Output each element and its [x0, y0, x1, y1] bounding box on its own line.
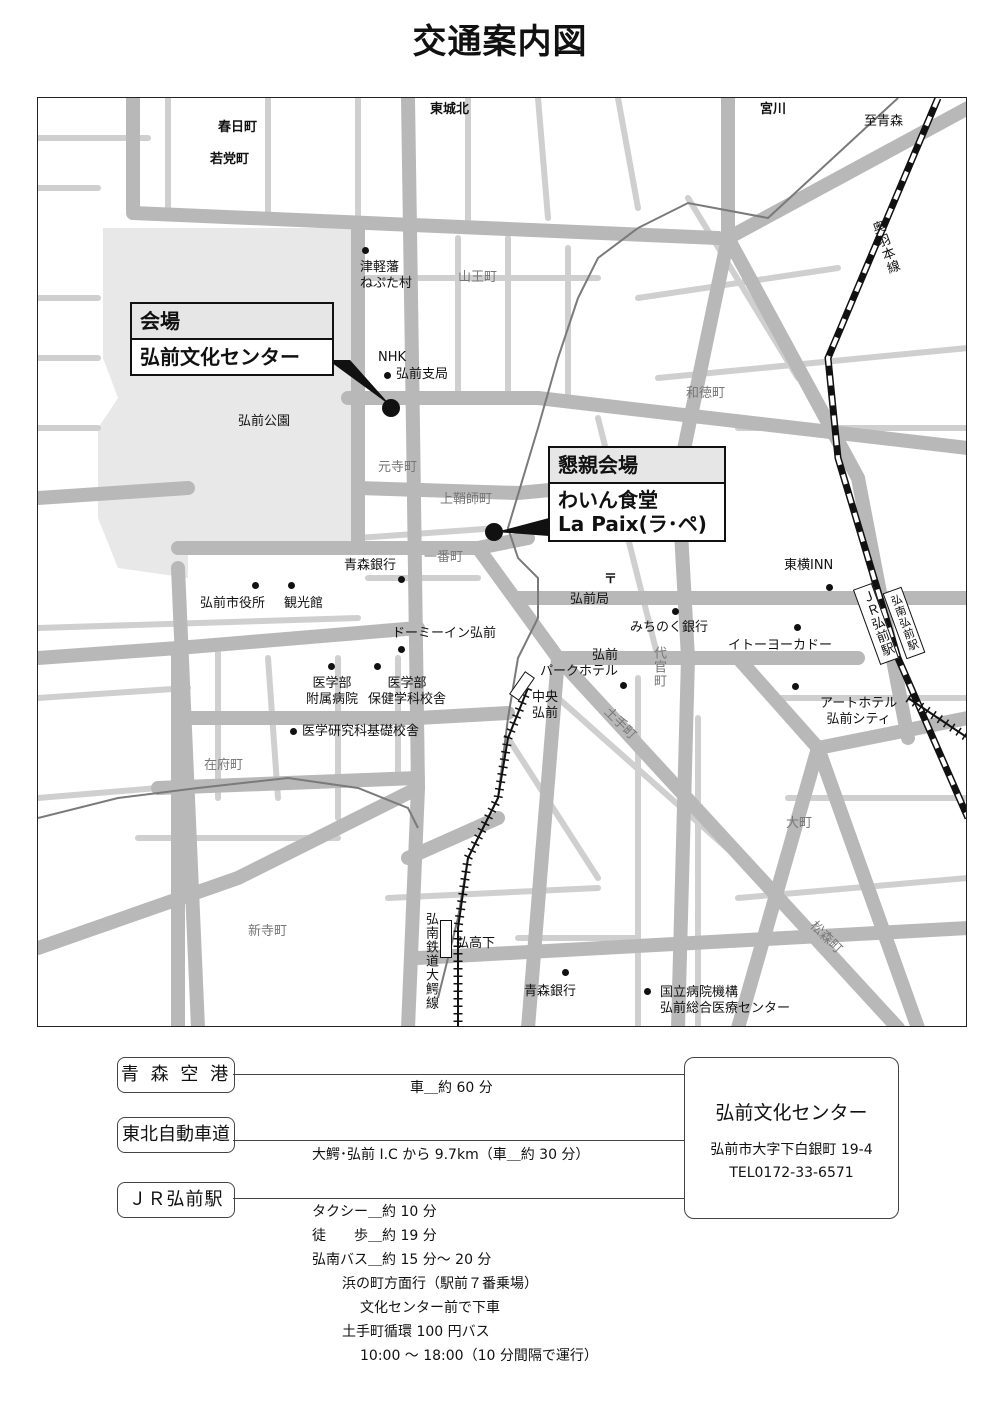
district-daikancho: 代官町 — [651, 646, 666, 688]
landmark-dot — [328, 663, 335, 670]
route-taxi: タクシー＿約 10 分 — [312, 1204, 437, 1220]
district-miyakawa: 宮川 — [760, 102, 787, 117]
landmark-med-research: 医学研究科基礎校舎 — [302, 724, 420, 739]
destination-name: 弘前文化センター — [715, 1102, 868, 1124]
route-line-jr — [233, 1198, 684, 1199]
access-map: 春日町 若党町 東城北 宮川 至青森 山王町 和徳町 元寺町 上鞘師町 一番町 … — [37, 97, 967, 1027]
rail-konan-line: 弘南鉄道大鰐線 — [423, 912, 438, 1010]
district-sannocho: 山王町 — [458, 270, 498, 285]
route-line-airport — [233, 1074, 684, 1075]
district-omachi: 大町 — [786, 816, 813, 831]
landmark-michinoku-bank: みちのく銀行 — [630, 620, 709, 635]
district-motoderamachi: 元寺町 — [378, 460, 418, 475]
route-line-expressway — [233, 1140, 684, 1141]
landmark-dot — [562, 969, 569, 976]
landmark-dot — [620, 682, 627, 689]
landmark-post-office: 弘前局 — [570, 592, 610, 607]
landmark-dot — [826, 584, 833, 591]
route-airport: 車＿約 60 分 — [410, 1080, 493, 1096]
landmark-ito-yokado: イトーヨーカドー — [728, 638, 833, 653]
map-roads — [38, 98, 966, 1026]
station-hirokoshita-marker — [440, 920, 452, 958]
route-bus-line-1: 浜の町方面行（駅前７番乗場） — [342, 1276, 538, 1292]
landmark-dot — [384, 372, 391, 379]
landmark-aomori-bank-2: 青森銀行 — [524, 984, 577, 999]
origin-jr-station: ＪＲ弘前駅 — [117, 1182, 235, 1218]
station-hirokoshita: 弘高下 — [456, 936, 496, 951]
origin-expressway: 東北自動車道 — [117, 1117, 235, 1153]
origin-airport: 青 森 空 港 — [117, 1057, 235, 1093]
district-higashijokita: 東城北 — [430, 102, 470, 117]
landmark-dot — [290, 728, 297, 735]
landmark-aomori-bank-1: 青森銀行 — [344, 558, 397, 573]
reception-callout: 懇親会場 わいん食堂 La Paix(ラ･ペ) — [548, 446, 726, 542]
district-wadokucho: 和徳町 — [686, 386, 726, 401]
page-title: 交通案内図 — [412, 22, 588, 62]
venue-callout: 会場 弘前文化センター — [130, 302, 334, 376]
district-kasugacho: 春日町 — [218, 120, 258, 135]
reception-name-1: わいん食堂 — [558, 488, 658, 512]
landmark-med-hospital: 医学部 附属病院 — [306, 676, 359, 707]
landmark-dot — [374, 663, 381, 670]
venue-name: 弘前文化センター — [132, 340, 332, 374]
district-wakatocho: 若党町 — [210, 152, 250, 167]
district-shinteramachi: 新寺町 — [248, 924, 288, 939]
landmark-dot — [794, 624, 801, 631]
landmark-national-hospital: 国立病院機構 弘前総合医療センター — [660, 985, 791, 1016]
reception-name-2: La Paix(ラ･ペ) — [558, 512, 707, 536]
landmark-dormy-inn: ドーミーイン弘前 — [392, 626, 497, 641]
landmark-dot — [398, 576, 405, 583]
landmark-hirosaki-park: 弘前公園 — [238, 414, 291, 429]
reception-head: 懇親会場 — [550, 448, 724, 484]
landmark-kankokan: 観光館 — [284, 596, 324, 611]
landmark-dot — [288, 582, 295, 589]
route-bus-line-3: 土手町循環 100 円バス — [342, 1324, 490, 1340]
route-expressway: 大鰐･弘前 I.C から 9.7km（車＿約 30 分） — [312, 1147, 590, 1163]
landmark-dot — [362, 247, 369, 254]
route-walk: 徒 歩＿約 19 分 — [312, 1228, 437, 1244]
landmark-dot — [398, 646, 405, 653]
district-kamisayashimachi: 上鞘師町 — [440, 492, 493, 507]
venue-marker — [382, 399, 400, 417]
venue-head: 会場 — [132, 304, 332, 340]
route-bus-line-4: 10:00 ～ 18:00（10 分間隔で運行） — [360, 1348, 598, 1364]
district-ichibancho: 一番町 — [424, 550, 464, 565]
station-chuo-hirosaki: 中央 弘前 — [532, 690, 559, 721]
destination-tel: TEL0172-33-6571 — [729, 1165, 854, 1181]
destination-box: 弘前文化センター 弘前市大字下白銀町 19-4 TEL0172-33-6571 — [684, 1057, 899, 1219]
destination-address: 弘前市大字下白銀町 19-4 — [710, 1142, 873, 1158]
landmark-nhk: NHK — [378, 350, 407, 365]
landmark-toyoko-inn: 東横INN — [784, 558, 834, 573]
route-bus-line-2: 文化センター前で下車 — [360, 1300, 500, 1316]
route-bus: 弘南バス＿約 15 分～ 20 分 — [312, 1252, 492, 1268]
landmark-dot — [792, 683, 799, 690]
landmark-dot — [644, 988, 651, 995]
landmark-art-hotel: アートホテル 弘前シティ — [820, 696, 898, 727]
landmark-dot — [672, 608, 679, 615]
landmark-park-hotel: 弘前 パークホテル — [540, 648, 619, 679]
landmark-city-hall: 弘前市役所 — [200, 596, 266, 611]
direction-aomori: 至青森 — [864, 114, 904, 129]
landmark-dot — [252, 582, 259, 589]
district-zaifucho: 在府町 — [204, 758, 244, 773]
landmark-tsugaru-neputa: 津軽藩 ねぷた村 — [360, 260, 413, 291]
reception-marker — [485, 523, 503, 541]
landmark-nhk-branch: 弘前支局 — [396, 367, 449, 382]
post-office-icon: 〒 — [604, 572, 618, 587]
landmark-med-health: 医学部 保健学科校舎 — [368, 676, 447, 707]
